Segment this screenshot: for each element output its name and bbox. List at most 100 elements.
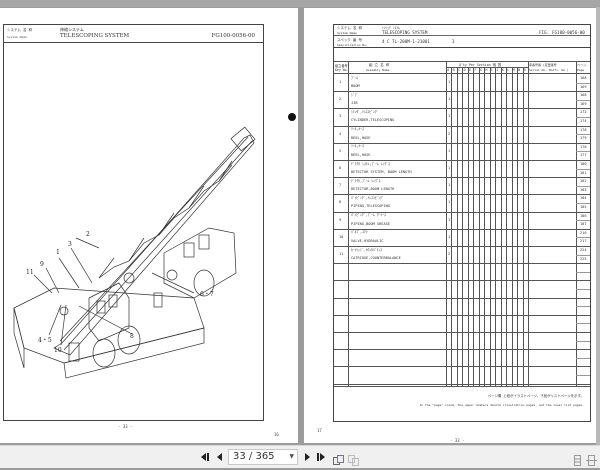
key-number: 1 (339, 80, 342, 84)
section-letter: H (485, 68, 488, 72)
table-bottom-border (334, 386, 590, 387)
page-cell-divider (576, 237, 590, 239)
left-page-number: - 33 - (118, 424, 133, 429)
first-page-icon (201, 453, 209, 461)
illustration-page: 224 (580, 248, 587, 252)
page-selector-value: 33 / 365 (233, 451, 275, 462)
row-divider (334, 160, 590, 161)
fit-width-icon (586, 455, 597, 466)
row-divider (334, 177, 590, 179)
next-page-button[interactable] (302, 451, 314, 463)
table-row[interactable] (334, 229, 590, 246)
page-cell-divider (576, 306, 590, 308)
section-grid-line (484, 67, 486, 386)
illustration-page: 168 (580, 93, 587, 98)
assembly-jp: 組 立 名 称 (369, 63, 390, 67)
quantity: 1 (448, 80, 451, 84)
col-divider (348, 61, 349, 386)
assembly-name-en: BOOM (351, 84, 360, 88)
assembly-name-en: PIPING,TELESCOPING (351, 204, 390, 209)
key-number: 6 (339, 166, 342, 170)
quantity: 1 (448, 234, 451, 239)
assembly-name-en: REEL,HOSE (351, 152, 371, 157)
row-divider (334, 228, 590, 230)
illustration-page: 176 (580, 144, 587, 149)
assembly-name-en: PIPING,BOOM GREASE (351, 221, 390, 226)
figure-code: FG100-0056-00 (211, 33, 255, 39)
list-page: 179 (580, 136, 587, 141)
row-divider (334, 383, 590, 385)
parts-list-frame: システム 名 称 System Name ｼﾝｼｭｸ ｼｽﾃﾑ TELESCOP… (333, 24, 591, 422)
system-label-jp: システム 名 称 (337, 26, 363, 30)
table-row[interactable] (334, 143, 590, 160)
section-grid-line (489, 67, 491, 386)
assembly-name-jp: ﾊﾟｲﾋﾟﾝｸﾞ,ﾃﾚｽｺﾋﾟﾝｸﾞ (351, 195, 384, 200)
callout-11: 11 (26, 269, 34, 276)
continuous-view-button[interactable] (348, 451, 359, 466)
page-cell-divider (576, 323, 590, 325)
single-page-view-button[interactable] (333, 451, 344, 465)
table-row[interactable] (334, 74, 590, 91)
next-page-icon (305, 453, 310, 461)
page-cell-divider (576, 220, 590, 222)
page-cell-divider (576, 99, 590, 101)
illustration-page: 184 (580, 196, 587, 201)
page-cell-divider (576, 117, 590, 118)
col-divider (576, 61, 577, 386)
col-divider (446, 61, 447, 386)
spec-label-en: Specification No. (337, 43, 368, 47)
callout-1: 1 (56, 249, 60, 256)
crane-illustration: 2 1 3 9 11 6・7 8 4・5 10 (4, 43, 263, 420)
row-divider (334, 366, 590, 368)
key-number: 9 (339, 217, 342, 222)
section-letter: L (507, 68, 510, 72)
assembly-name-jp: ﾊﾟｲﾋﾟﾝｸﾞ,ﾌﾞｰﾑ ｸﾞﾘｰｽ (351, 213, 386, 218)
first-page-button[interactable] (200, 451, 212, 463)
fig-code: FG100-0056-00 (552, 30, 585, 35)
page-cell-divider (576, 254, 590, 256)
section-divider (446, 67, 528, 68)
page-edge-marker (288, 113, 296, 121)
section-letter: F (474, 68, 477, 72)
col-divider (528, 61, 529, 386)
fit-page-button[interactable] (572, 451, 583, 466)
section-grid-line (473, 67, 475, 386)
page-en: Page (577, 68, 585, 72)
section-grid-line (522, 67, 524, 386)
section-grid-line (500, 67, 502, 386)
row-divider (334, 314, 590, 316)
illustration-frame: システム 名 称 System Name 伸縮システム TELESCOPING … (3, 24, 264, 421)
assembly-name-jp: ｶｰﾄﾘｯｼﾞ,ｶｳﾝﾀﾊﾞﾗﾝｽ (351, 247, 382, 252)
page-selector[interactable]: 33 / 365 ▼ (228, 449, 298, 465)
page-cell-divider (576, 134, 590, 136)
key-number: 4 (339, 131, 342, 136)
spec-value: 4 C TL-200M-1-21001 (382, 39, 430, 44)
section-letter: J (496, 68, 499, 72)
page-note-en: In the "page" colum, the upper numbers d… (419, 403, 584, 407)
header-bottom-border (334, 73, 590, 74)
last-page-icon (317, 453, 325, 461)
assembly-name-en: REEL,HOSE (351, 135, 371, 140)
table-row[interactable] (334, 91, 590, 108)
fit-width-button[interactable] (586, 451, 597, 466)
key-no-en: Key No. (335, 68, 349, 72)
row-divider (334, 194, 590, 196)
navigation-toolbar: 33 / 365 ▼ (0, 445, 600, 468)
section-letter: B (452, 68, 455, 72)
fig-label: FIG. (539, 30, 550, 35)
table-row[interactable] (334, 126, 590, 143)
pages-icon (348, 455, 359, 466)
section-grid-line (517, 67, 519, 386)
last-page-button[interactable] (316, 451, 328, 463)
callout-4-5: 4・5 (38, 337, 52, 344)
right-header-spec: スペック 番 号 Specification No. 4 C TL-200M-1… (334, 36, 590, 48)
vertical-scrollbar[interactable] (596, 7, 600, 445)
assembly-name-en: DETECTOR,BOOM LENGTH (351, 187, 395, 192)
section-grid-line (456, 67, 458, 386)
callout-2: 2 (86, 231, 90, 238)
assembly-name-jp: ﾘｰﾙ,ﾎｰｽ (351, 144, 364, 149)
page-cell-divider (576, 203, 590, 204)
left-side-mark: 16 (274, 432, 279, 437)
system-label-en: System Name (7, 35, 27, 39)
prev-page-button[interactable] (214, 451, 226, 463)
